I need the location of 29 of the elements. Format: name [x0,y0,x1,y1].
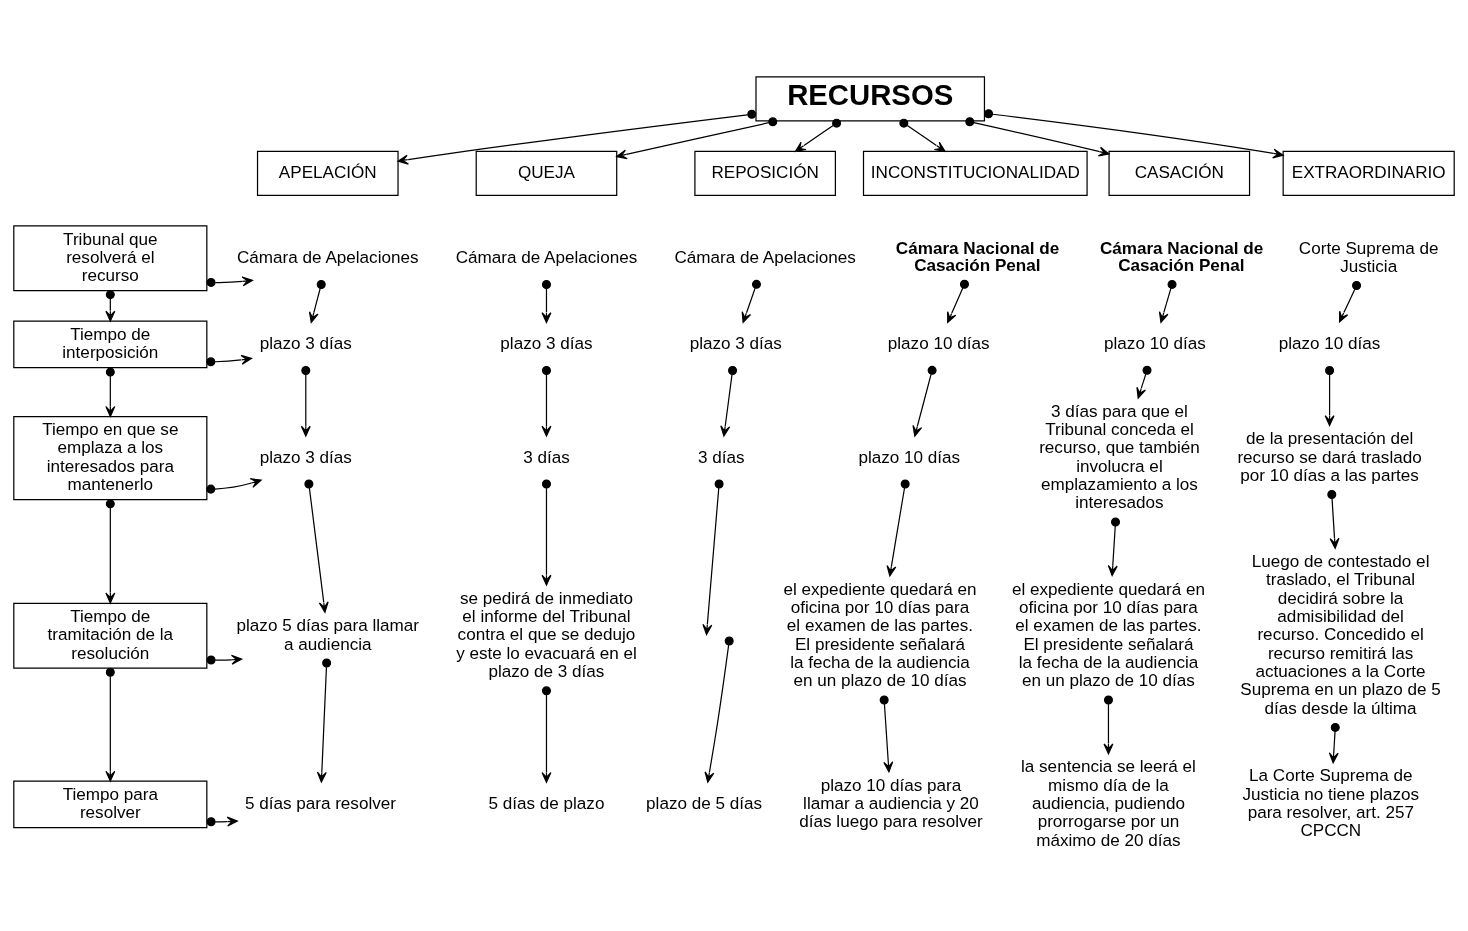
node-text: 5 días de plazo [488,793,605,813]
node-text: plazo 3 días [689,333,782,353]
node-text: Cámara Nacional de Casación Penal [895,238,1060,275]
node-text: el expediente quedará en oficina por 10 días para el examen de las partes. El presidente señalará la fecha de la audiencia en un plazo de 10 días [783,579,977,690]
node-text: Corte Suprema de Justicia [1298,238,1439,276]
node-text: Cámara Nacional de Casación Penal [1099,238,1264,275]
node-text: plazo 10 días [1104,333,1206,353]
node-text: plazo 5 días para llamar a audiencia [236,615,419,653]
node-text: el expediente quedará en oficina por 10 días para el examen de las partes. El presidente señalará la fecha de la audiencia en un plazo de 10 días [1011,579,1205,690]
node-text: se pedirá de inmediato el informe del Tribunal contra el que se dedujo y este lo evacuará en el plazo de 3 días [456,588,637,681]
node-text: plazo 10 días [858,447,961,467]
node-text: 5 días para resolver [244,793,396,813]
node-text: Cámara de Apelaciones [455,247,638,267]
node-text: plazo de 5 días [646,793,763,813]
node-text: de la presentación del recurso se dará traslado por 10 días a las partes [1237,428,1422,485]
node-text: Cámara de Apelaciones [674,247,856,267]
node-text: plazo 3 días [259,447,352,467]
node-text: 3 días para que el Tribunal conceda el recurso, que también involucra el emplazamiento a los interesados [1039,401,1200,512]
node-text: la sentencia se leerá el mismo día de la audiencia, pudiendo prorrogarse por un máximo de 20 días [1021,756,1196,850]
node-text: 3 días [697,447,745,467]
node-text: plazo 3 días [259,333,352,353]
node-text: plazo 3 días [500,333,593,353]
node-text: plazo 10 días [1278,333,1381,353]
node-text: plazo 10 días [887,333,990,353]
node-text: Luego de contestado el traslado, el Tribunal decidirá sobre la admisibilidad del recurso. Concedido el recurso remitirá las actuaciones a la Corte Suprema en un plazo de 5 días desde la última [1240,551,1441,718]
node-text: 3 días [523,447,570,467]
node-text: La Corte Suprema de Justicia no tiene plazos para resolver, art. 257 CPCCN [1242,765,1420,840]
node-text: plazo 10 días para llamar a audiencia y 20 días luego para resolver [799,775,983,831]
node-text: Cámara de Apelaciones [237,247,419,267]
